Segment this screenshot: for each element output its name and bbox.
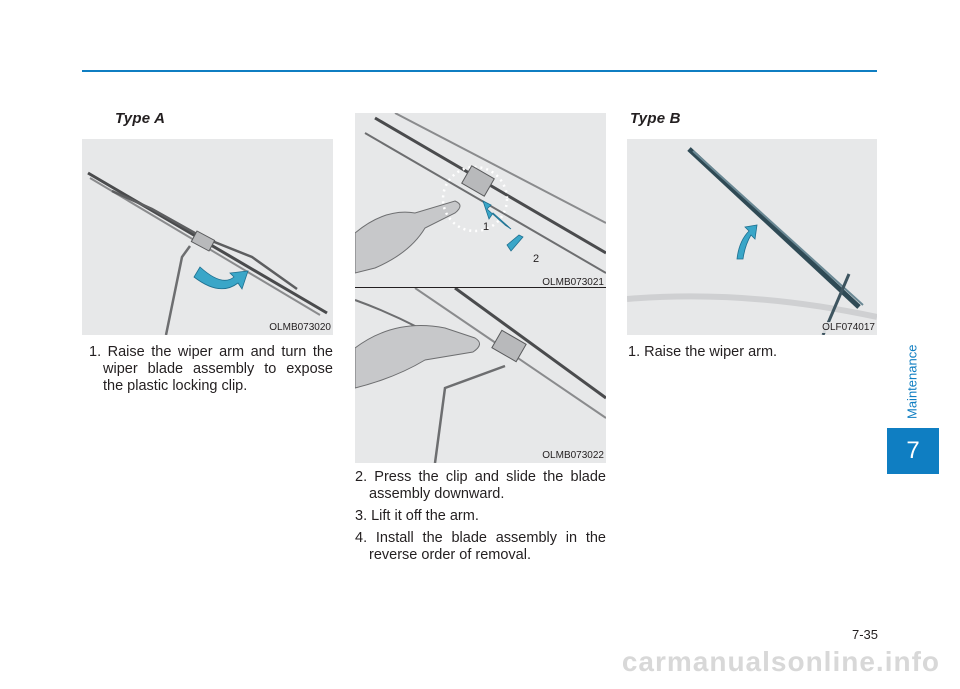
clip-release-illustration — [355, 113, 606, 274]
figure-code: OLMB073022 — [541, 450, 605, 461]
callout-1: 1 — [483, 221, 490, 233]
slide-blade-illustration — [355, 288, 606, 463]
figure-code: OLMB073020 — [268, 322, 332, 333]
step-1: 1. Raise the wiper arm and turn the wipe… — [89, 344, 333, 394]
header-rule — [82, 70, 877, 72]
chapter-label: Maintenance — [904, 344, 920, 420]
figure-code: OLMB073021 — [541, 277, 605, 288]
callout-2: 2 — [533, 253, 540, 265]
wiper-blade-illustration — [87, 171, 328, 335]
step-4: 4. Install the blade assembly in the rev… — [355, 530, 606, 563]
figure-raise-wiper-arm-type-b: OLF074017 — [627, 139, 877, 335]
step-2: 2. Press the clip and slide the blade as… — [355, 469, 606, 502]
steps-type-a-part1: 1. Raise the wiper arm and turn the wipe… — [89, 344, 333, 400]
type-b-heading: Type B — [630, 110, 681, 127]
figure-press-clip: 1 2 OLMB073021 — [355, 113, 606, 288]
figure-divider — [355, 287, 606, 288]
step-3: 3. Lift it off the arm. — [355, 508, 479, 524]
chapter-tab: 7 — [887, 428, 939, 474]
flat-blade-illustration — [627, 147, 877, 335]
figure-raise-wiper-arm-type-a: OLMB073020 — [82, 139, 333, 335]
watermark: carmanualsonline.info — [621, 646, 940, 677]
figure-slide-blade: OLMB073022 — [355, 288, 606, 463]
steps-type-a-part2: 2. Press the clip and slide the blade as… — [355, 469, 606, 569]
step-1-type-b: 1. Raise the wiper arm. — [628, 344, 778, 360]
figure-code: OLF074017 — [821, 322, 876, 333]
chapter-number: 7 — [906, 437, 920, 464]
page-number: 7-35 — [851, 627, 878, 642]
type-a-heading: Type A — [115, 110, 166, 127]
steps-type-b: 1. Raise the wiper arm. — [628, 344, 878, 366]
